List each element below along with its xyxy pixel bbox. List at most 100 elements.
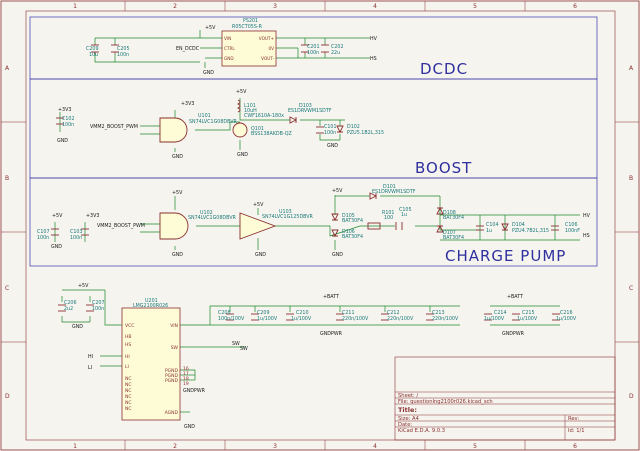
- c215-value: 1u/100V: [517, 316, 538, 322]
- col-label: 3: [273, 443, 277, 450]
- c207-ref: C207: [92, 300, 105, 306]
- l101-ref: L101: [244, 103, 256, 109]
- gndpwr-label-c: GNDPWR: [183, 388, 206, 394]
- charge-pump-section-box: [29, 177, 598, 267]
- c206-ref: C206: [64, 300, 77, 306]
- boost-supply-a: +3V3: [58, 107, 71, 113]
- c101-value: 100n: [324, 130, 336, 136]
- u103-ref: U103: [279, 209, 292, 215]
- col-label: 1: [73, 443, 77, 450]
- c202-value: 22u: [331, 50, 340, 56]
- reg-supply: +5V: [78, 283, 89, 289]
- c102-value: 100n: [62, 122, 74, 128]
- c209-ref: C209: [86, 46, 99, 52]
- c212-value: 220n/100V: [387, 316, 414, 322]
- u201-pin-left: NC: [125, 376, 132, 382]
- c216-ref: C216: [560, 310, 573, 316]
- tb-date: Date:: [398, 422, 412, 428]
- u201-value: LMG2100R026: [133, 303, 168, 309]
- r101-body: [367, 222, 381, 230]
- d106-value: BAT30F4: [342, 234, 363, 240]
- cp-gnd: GND: [255, 252, 266, 258]
- u102-ref: U102: [200, 210, 213, 216]
- c206-value: 2u2: [64, 306, 73, 312]
- cp-supply-b: +3V3: [86, 213, 99, 219]
- tb-id: Id: 1/1: [568, 428, 585, 434]
- dcdc-supply-label: +5V: [205, 25, 216, 31]
- c209b-value: 1u/100V: [257, 316, 278, 322]
- c102-ref: C102: [62, 116, 75, 122]
- boost-gnd: GND: [57, 138, 68, 144]
- u201-pin-left: VCC: [125, 323, 134, 329]
- c208-ref: C208: [218, 310, 231, 316]
- u201-pin-right: AGND: [165, 410, 179, 416]
- u201-pin-number: 17: [183, 371, 189, 377]
- boost-supply-c: +5V: [236, 89, 247, 95]
- u201-pin-left: NC: [125, 406, 132, 412]
- d103-value: ES1DRVWM1SDTF: [288, 108, 332, 114]
- cp-gnd: GND: [172, 252, 183, 258]
- boost-gnd: GND: [327, 143, 338, 149]
- l101-part: CWF1610A-180x: [244, 113, 284, 119]
- cp-hv-net: HV: [583, 213, 591, 219]
- inner-frame: [25, 10, 616, 441]
- c201-value: 100n: [307, 50, 319, 56]
- c213-ref: C213: [432, 310, 445, 316]
- c107-ref: C107: [37, 229, 50, 235]
- section-title-charge-pump: CHARGE PUMP: [445, 247, 566, 265]
- u201-pin-number: 16: [183, 366, 189, 372]
- d108-ref: D108: [443, 210, 456, 216]
- cp-supply-c: +5V: [172, 190, 183, 196]
- col-label: 5: [473, 443, 477, 450]
- net-li: LI: [88, 365, 92, 371]
- section-titles: DCDC BOOST CHARGE PUMP: [415, 60, 566, 265]
- row-label: C: [5, 285, 9, 292]
- net-sw: SW: [232, 341, 240, 347]
- tb-rev: Rev:: [568, 416, 579, 422]
- c216-value: 1u/100V: [556, 316, 577, 322]
- section-title-dcdc: DCDC: [420, 60, 468, 78]
- d102-ref: D102: [347, 124, 360, 130]
- d105-symbol: [331, 213, 339, 222]
- u201-pin-left: NC: [125, 382, 132, 388]
- d105-value: BAT30F4: [342, 218, 363, 224]
- c202-ref: C202: [331, 44, 344, 50]
- u101-ref: U101: [198, 113, 211, 119]
- tb-sheet: Sheet: /: [398, 393, 418, 399]
- title-block: Sheet: / File: questionIng2100r026.kicad…: [394, 356, 616, 441]
- ps201-pin: VIN: [224, 36, 231, 41]
- u201-pin-right: VIN: [170, 323, 178, 329]
- c103-ref: C103: [70, 229, 83, 235]
- row-label: A: [5, 65, 10, 72]
- batt-label-b: +BATT: [507, 294, 523, 300]
- c208-value: 100n/100V: [218, 316, 245, 322]
- d102-value: PZU5.1B2L,315: [347, 130, 384, 136]
- reg-gnd: GND: [184, 424, 195, 430]
- ps201-pin: 0V: [268, 46, 274, 51]
- cp-hs-net: HS: [583, 233, 590, 239]
- cp-supply-e: +5V: [332, 188, 343, 194]
- c105-value: 1u: [401, 212, 407, 218]
- d107-value: BAT30F4: [443, 235, 464, 241]
- u101-gate: [159, 117, 188, 143]
- d106-symbol: [331, 229, 339, 238]
- c214-ref: C214: [494, 310, 507, 316]
- cp-gnd: GND: [332, 252, 343, 258]
- boost-gnd: GND: [172, 154, 183, 160]
- q101-value: BSS138AKDB-QZ: [251, 131, 293, 137]
- d104-ref: D104: [512, 222, 525, 228]
- c209-value: 10u: [89, 52, 98, 58]
- c104-ref: C104: [486, 222, 499, 228]
- u201-pin-left: HI: [125, 354, 130, 360]
- row-label: B: [5, 175, 9, 182]
- q101-ref: Q101: [251, 126, 264, 132]
- u201-pin-left: NC: [125, 394, 132, 400]
- c211-value: 220n/100V: [342, 316, 369, 322]
- ps201-pin: CTRL: [224, 46, 235, 51]
- c205-value: 100n: [117, 52, 129, 58]
- ps201-ref: PS201: [243, 18, 258, 24]
- net-hi: HI: [88, 354, 93, 360]
- row-label: D: [5, 393, 10, 400]
- dcdc-hv-net: HV: [370, 36, 378, 42]
